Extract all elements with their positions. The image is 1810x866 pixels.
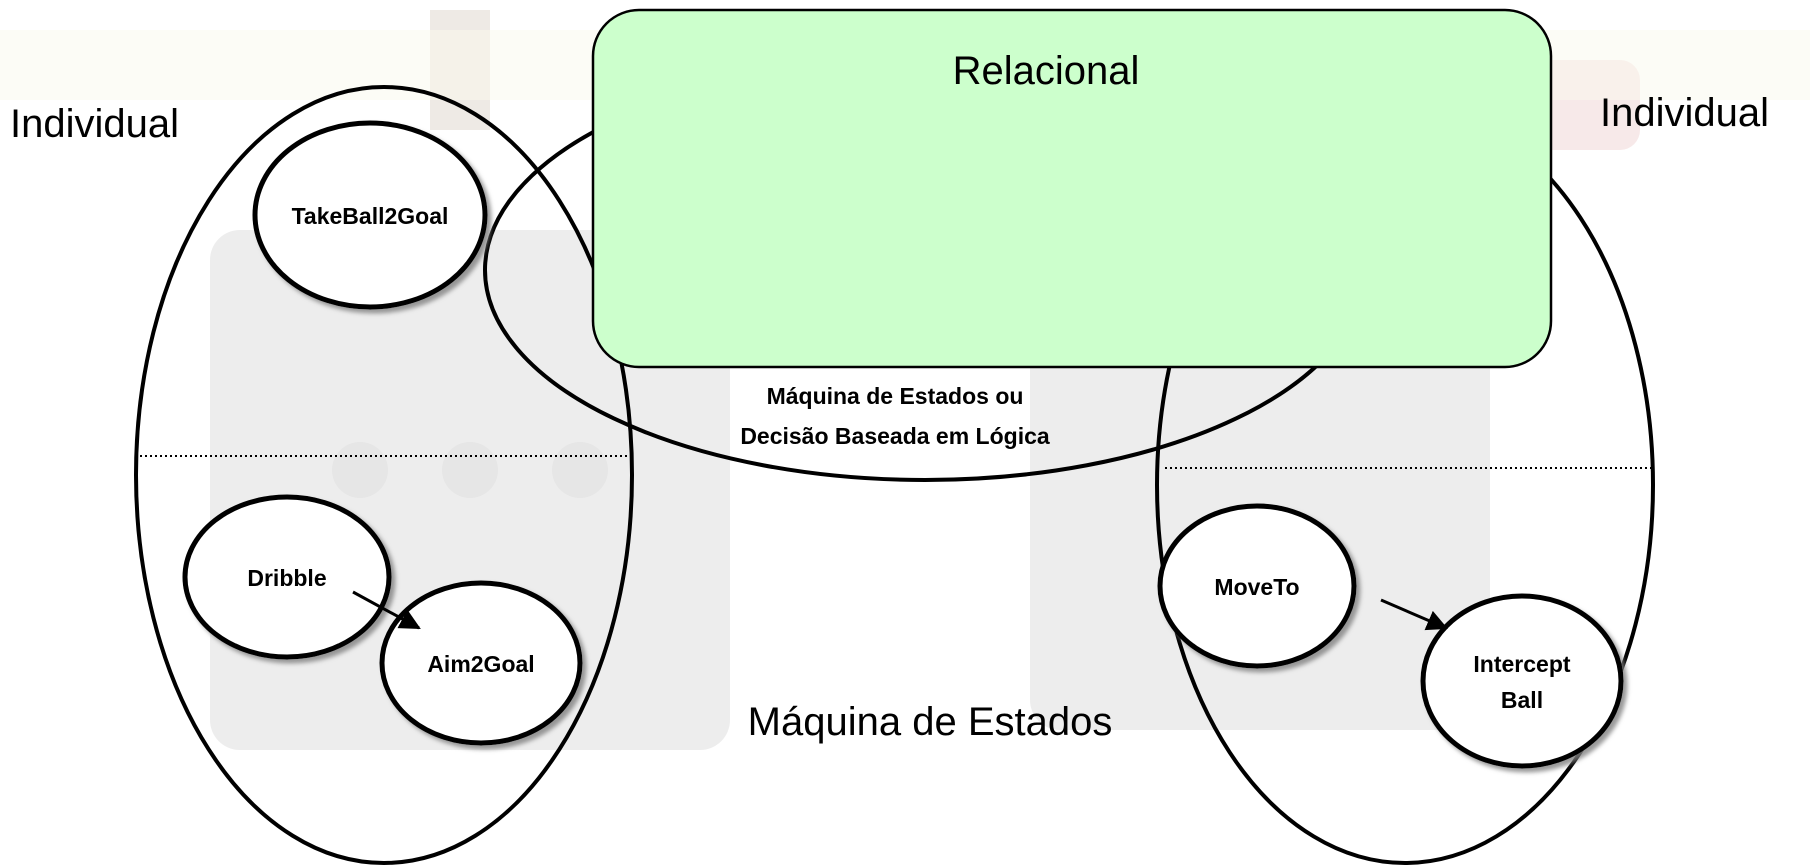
relacional-label: Relacional [953,49,1140,93]
aim2goal-node [379,580,583,746]
dribble-node [182,494,392,660]
moveto-node [1157,503,1357,669]
state-machine-label: Máquina de Estados [748,700,1113,744]
left-individual-ellipse [134,85,634,865]
intercept-ball-node [1420,593,1624,769]
machine-or-logic-line2: Decisão Baseada em Lógica [740,423,1050,449]
individual-left-label: Individual [10,102,179,146]
moveto-to-intercept-arrow [1380,598,1448,631]
intercept-label-line2: Ball [1501,687,1543,713]
takeball2goal-node [252,120,488,310]
aim2goal-label: Aim2Goal [427,651,534,677]
machine-or-logic-line1: Máquina de Estados ou [767,383,1024,409]
moveto-label: MoveTo [1214,574,1299,600]
dribble-label: Dribble [247,565,326,591]
relacional-box [591,8,1553,369]
individual-right-label: Individual [1600,91,1769,135]
intercept-label-line1: Intercept [1473,651,1570,677]
dribble-to-aim2goal-arrow [352,590,421,630]
takeball2goal-label: TakeBall2Goal [292,203,449,229]
